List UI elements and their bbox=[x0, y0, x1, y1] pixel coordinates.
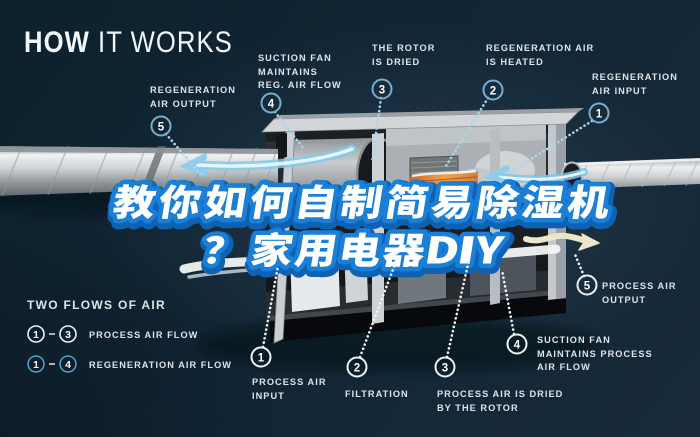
svg-text:1: 1 bbox=[33, 329, 39, 341]
svg-text:4: 4 bbox=[268, 99, 275, 111]
svg-text:1: 1 bbox=[258, 353, 265, 365]
svg-text:2: 2 bbox=[490, 86, 496, 98]
svg-text:2: 2 bbox=[354, 363, 360, 375]
svg-text:4: 4 bbox=[514, 340, 521, 352]
svg-text:3: 3 bbox=[65, 329, 71, 341]
svg-text:5: 5 bbox=[158, 122, 165, 134]
svg-text:4: 4 bbox=[65, 359, 71, 371]
svg-text:3: 3 bbox=[442, 363, 448, 375]
svg-text:1: 1 bbox=[33, 359, 39, 371]
svg-text:3: 3 bbox=[379, 85, 385, 97]
svg-text:5: 5 bbox=[584, 281, 591, 293]
svg-text:1: 1 bbox=[596, 109, 603, 121]
